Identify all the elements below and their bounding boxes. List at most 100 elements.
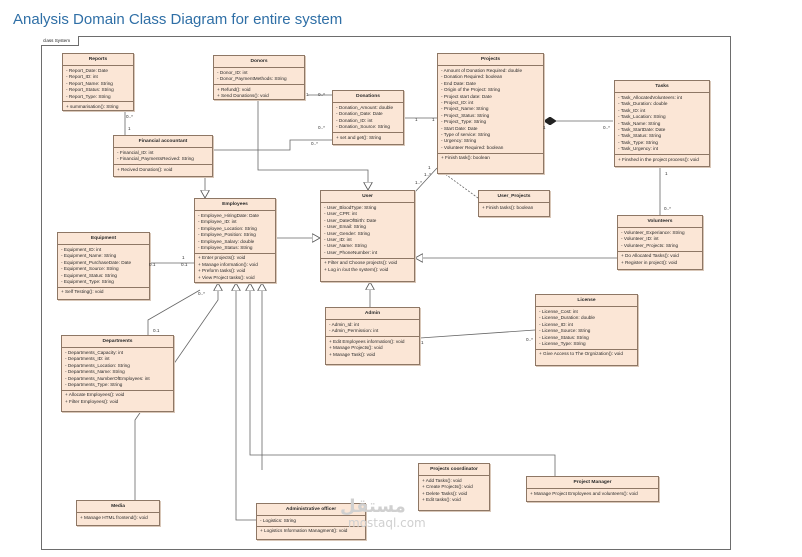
op: Enter projects(): void [198,255,272,261]
class-financial-accountant[interactable]: Financial accountant Financial_ID: int F… [113,135,213,177]
class-tasks[interactable]: Tasks Task_AllocatedVolunteers: int Task… [614,80,710,167]
attr: Amount of Donation Required: double [441,68,540,74]
class-user[interactable]: User User_BloodType: String User_CPR: in… [320,190,415,282]
attr: Departments_Capacity: int [65,350,170,356]
class-equipment[interactable]: Equipment Equipment_ID: int Equipment_Na… [57,232,150,300]
op: Recived Donation(): void [117,167,209,173]
attr: Equipment_Status: String [61,273,146,279]
class-name: Reports [63,54,133,67]
attr: User_Email: String [324,224,411,230]
attr: Report_Type: String [66,94,130,100]
attr: Departments_NumberOfEmployees: int [65,376,170,382]
attr: Task_Urgency: int [618,146,706,152]
attr: End Date: Date [441,81,540,87]
multiplicity: 0..* [318,125,325,130]
attributes: Report_Date: Date Report_ID: int Report_… [63,66,133,103]
agg-departments-employees [147,289,201,335]
attributes: Task_AllocatedVolunteers: int Task_Durat… [615,93,709,156]
class-projects-coordinator[interactable]: Projects coordinator Add Tasks(): void C… [418,463,490,511]
operations: Manage Project Employees and volunteers(… [527,489,658,498]
class-admin[interactable]: Admin Admin_Id: int Admin_Permission: in… [325,307,420,365]
attr: Employee_Position: String [198,232,272,238]
op: Manage Task(): void [329,352,416,358]
class-name: Tasks [615,81,709,94]
operations: Refund(): void Send Donations(): void [214,85,304,101]
assoc-projects-user [414,167,438,193]
watermark-latin: mostaql.com [348,516,426,530]
assoc-donations-financial [213,139,335,151]
attr: Logistics: String [260,518,362,524]
attr: User_Name: String [324,243,411,249]
op: Give Access to The Orgnization(): void [539,351,634,357]
class-name: License [536,295,637,308]
multiplicity: 1..* [415,180,422,185]
multiplicity: 0.1 [153,328,160,333]
class-reports[interactable]: Reports Report_Date: Date Report_ID: int… [62,53,134,111]
attr: Departments_ID: int [65,356,170,362]
op: Manage information(): void [198,262,272,268]
class-donations[interactable]: Donations Donation_Amount: double Donati… [332,90,404,145]
attr: User_BloodType: String [324,205,411,211]
attr: Donor_ID: int [217,70,301,76]
operations: summarisation(): String [63,102,133,111]
attr: Project_ID: int [441,100,540,106]
attr: License_Status: String [539,335,634,341]
operations: Edit Employees information(): void Manag… [326,337,419,359]
attr: License_Duration: double [539,315,634,321]
class-media[interactable]: Media Manage HTML frontend(): void [76,500,160,526]
attr: Admin_Id: int [329,322,416,328]
op: Edit tasks(): void [422,497,486,503]
attr: Project start date: Date [441,94,540,100]
watermark-arabic: مستقل [340,496,406,517]
op: Allocate Employees(): void [65,392,170,398]
attr: User_CPR: int [324,211,411,217]
attr: Task_Status: String [618,133,706,139]
op: Filter Employees(): void [65,399,170,405]
class-departments[interactable]: Departments Departments_Capacity: int De… [61,335,174,412]
diagram-frame [41,36,731,550]
class-volunteers[interactable]: Volunteers Volunteer_Experiance: String … [617,215,703,270]
class-donors[interactable]: Donors Donor_ID: int Donor_PaymentMethod… [213,55,305,100]
attr: Departments_Name: String [65,369,170,375]
attr: License_ID: int [539,322,634,328]
op: Manage Projects(): void [329,345,416,351]
multiplicity: 0..* [311,141,318,146]
class-project-manager[interactable]: Project Manager Manage Project Employees… [526,476,659,502]
class-projects[interactable]: Projects Amount of Donation Required: do… [437,53,544,174]
operations: set and get(): String [333,133,403,142]
attr: Admin_Permission: int [329,328,416,334]
attr: Type of service: String [441,132,540,138]
multiplicity: 0.1 [149,262,156,267]
operations: Recived Donation(): void [114,165,212,174]
class-name: Projects coordinator [419,464,489,477]
op: Self Testing(): void [61,289,146,295]
class-name: Employees [195,199,275,212]
class-name: User [321,191,414,204]
attr: Report_ID: int [66,74,130,80]
operations: Add Tasks(): void Create Projects(): voi… [419,476,489,505]
multiplicity: 1 [306,92,309,97]
op: Register in project(): void [621,260,699,266]
op: Preform tasks(): void [198,268,272,274]
class-name: Volunteers [618,216,702,229]
attr: Equipment_Source: String [61,266,146,272]
attr: Report_Status: String [66,87,130,93]
attr: Equipment_Name: String [61,253,146,259]
operations: Self Testing(): void [58,288,149,297]
class-name: Donations [333,91,403,104]
class-employees[interactable]: Employees Employee_HiringDate: Date Empl… [194,198,276,283]
attributes: User_BloodType: String User_CPR: int Use… [321,203,414,259]
multiplicity: 1 [543,125,546,130]
attr: Donor_PaymentMethods: String [217,76,301,82]
class-license[interactable]: License License_Cost: int License_Durati… [535,294,638,366]
op: Edit Employees information(): void [329,339,416,345]
attributes: Amount of Donation Required: double Dona… [438,66,543,154]
attr: Employee_Salary: double [198,239,272,245]
class-name: Projects [438,54,543,67]
op: Logistics Information Managment(): void [260,528,362,534]
class-user-projects[interactable]: User_Projects Finish tasks(): boolean [478,190,550,217]
attr: Donation Required: boolean [441,74,540,80]
op: Send Donations(): void [217,93,301,99]
class-administrative-officer[interactable]: Administrative officer Logistics: String… [256,503,366,540]
multiplicity: 1 [432,117,435,122]
